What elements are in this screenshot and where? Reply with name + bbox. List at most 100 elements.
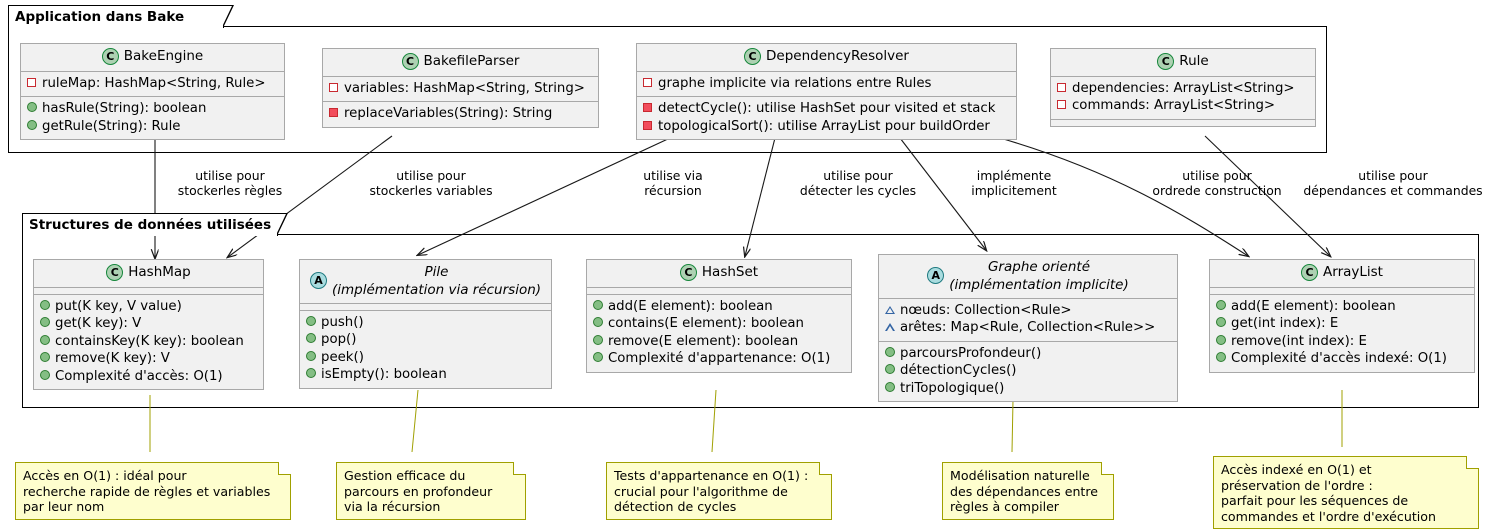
class-title-group: Pile(implémentation via récursion) bbox=[332, 264, 541, 298]
divider bbox=[1210, 286, 1474, 288]
method-row: get(int index): E bbox=[1216, 315, 1468, 333]
method-row: put(K key, V value) bbox=[40, 298, 257, 316]
note-fold-corner bbox=[1101, 462, 1114, 475]
note-graphe: Modélisation naturelle des dépendances e… bbox=[942, 462, 1114, 520]
method-row: Complexité d'appartenance: O(1) bbox=[593, 350, 845, 368]
method-row: remove(int index): E bbox=[1216, 333, 1468, 351]
field-label: dependencies: ArrayList<String> bbox=[1072, 80, 1295, 96]
public-method-icon bbox=[40, 334, 50, 345]
method-label: remove(int index): E bbox=[1231, 333, 1367, 349]
class-title: ArrayList bbox=[1323, 264, 1383, 280]
fields-compartment: nœuds: Collection<Rule> arêtes: Map<Rule… bbox=[879, 299, 1177, 341]
class-title: DependencyResolver bbox=[766, 48, 909, 64]
public-method-icon bbox=[885, 346, 895, 357]
public-method-icon bbox=[306, 350, 316, 361]
divider bbox=[1051, 75, 1315, 77]
divider bbox=[587, 293, 851, 295]
field-label: graphe implicite via relations entre Rul… bbox=[658, 75, 932, 91]
note-fold-corner bbox=[278, 462, 291, 475]
method-row: replaceVariables(String): String bbox=[329, 105, 592, 123]
fields-compartment: graphe implicite via relations entre Rul… bbox=[637, 72, 1016, 97]
field-label: commands: ArrayList<String> bbox=[1072, 98, 1276, 113]
field-row: graphe implicite via relations entre Rul… bbox=[643, 75, 1010, 93]
method-label: add(E element): boolean bbox=[608, 298, 773, 314]
methods-compartment: detectCycle(): utilise HashSet pour visi… bbox=[637, 97, 1016, 139]
divider bbox=[587, 286, 851, 288]
method-row: getRule(String): Rule bbox=[27, 118, 278, 136]
protected-field-icon bbox=[885, 305, 895, 314]
class-badge-icon: C bbox=[679, 264, 697, 281]
public-method-icon bbox=[40, 299, 50, 310]
class-graphe-oriente[interactable]: AGraphe orienté(implémentation implicite… bbox=[878, 254, 1178, 402]
public-method-icon bbox=[1216, 352, 1226, 362]
field-row: arêtes: Map<Rule, Collection<Rule>> bbox=[885, 319, 1171, 337]
public-method-icon bbox=[593, 317, 603, 327]
divider bbox=[1210, 293, 1474, 295]
methods-compartment: add(E element): boolean contains(E eleme… bbox=[587, 295, 851, 372]
abstract-badge-icon: A bbox=[927, 267, 945, 285]
methods-compartment: replaceVariables(String): String bbox=[323, 102, 598, 127]
methods-compartment: push() pop() peek() isEmpty(): boolean bbox=[300, 311, 551, 388]
class-badge-icon: C bbox=[1301, 264, 1319, 281]
abstract-badge-icon: A bbox=[309, 272, 327, 290]
class-header-pile: A Pile(implémentation via récursion) bbox=[300, 260, 551, 303]
public-method-icon bbox=[1216, 299, 1226, 310]
edge-label-dependances-commandes: utilise pour dépendances et commandes bbox=[1303, 168, 1483, 198]
method-row: detectCycle(): utilise HashSet pour visi… bbox=[643, 100, 1010, 118]
method-label: contains(E element): boolean bbox=[608, 316, 804, 331]
divider bbox=[323, 101, 598, 102]
field-row: variables: HashMap<String, String> bbox=[329, 80, 592, 98]
method-label: remove(K key): V bbox=[55, 351, 170, 366]
divider bbox=[323, 75, 598, 77]
method-row: détectionCycles() bbox=[885, 362, 1171, 380]
class-title: HashMap bbox=[128, 264, 191, 280]
method-row: get(K key): V bbox=[40, 315, 257, 333]
methods-compartment: parcoursProfondeur() détectionCycles() t… bbox=[879, 342, 1177, 402]
package-label-application-dans-bake: Application dans Bake bbox=[8, 4, 234, 28]
method-label: put(K key, V value) bbox=[55, 298, 182, 314]
public-method-icon bbox=[1216, 334, 1226, 345]
public-method-icon bbox=[40, 369, 50, 380]
method-label: parcoursProfondeur() bbox=[900, 345, 1042, 361]
public-method-icon bbox=[593, 334, 603, 345]
method-row: topologicalSort(): utilise ArrayList pou… bbox=[643, 118, 1010, 136]
class-badge-icon: C bbox=[401, 53, 419, 70]
fields-compartment: dependencies: ArrayList<String> commands… bbox=[1051, 77, 1315, 119]
class-badge-icon: C bbox=[101, 48, 119, 65]
method-label: remove(E element): boolean bbox=[608, 333, 799, 349]
divider bbox=[21, 96, 284, 97]
class-title-group: Graphe orienté(implémentation implicite) bbox=[949, 259, 1129, 293]
divider bbox=[879, 297, 1177, 299]
note-arraylist: Accès indexé en O(1) et préservation de … bbox=[1213, 456, 1479, 529]
note-fold-corner bbox=[513, 462, 526, 475]
method-row: parcoursProfondeur() bbox=[885, 345, 1171, 363]
class-badge-icon: C bbox=[1157, 53, 1175, 70]
public-method-icon bbox=[27, 119, 37, 130]
field-label: variables: HashMap<String, String> bbox=[344, 80, 585, 96]
method-label: Complexité d'appartenance: O(1) bbox=[608, 351, 831, 366]
private-field-icon bbox=[329, 82, 338, 92]
method-label: isEmpty(): boolean bbox=[321, 367, 447, 382]
public-method-icon bbox=[306, 315, 316, 326]
method-label: hasRule(String): boolean bbox=[42, 101, 207, 116]
edge-label-stocker-variables: utilise pour stockerles variables bbox=[369, 168, 493, 198]
field-label: nœuds: Collection<Rule> bbox=[900, 302, 1072, 318]
field-row: dependencies: ArrayList<String> bbox=[1057, 80, 1309, 98]
class-subtitle: (implémentation via récursion) bbox=[331, 281, 542, 298]
public-method-icon bbox=[1216, 317, 1226, 327]
divider bbox=[34, 293, 263, 295]
class-title: Rule bbox=[1179, 53, 1209, 69]
field-label: ruleMap: HashMap<String, Rule> bbox=[42, 75, 266, 91]
class-pile[interactable]: A Pile(implémentation via récursion) push… bbox=[299, 259, 552, 389]
